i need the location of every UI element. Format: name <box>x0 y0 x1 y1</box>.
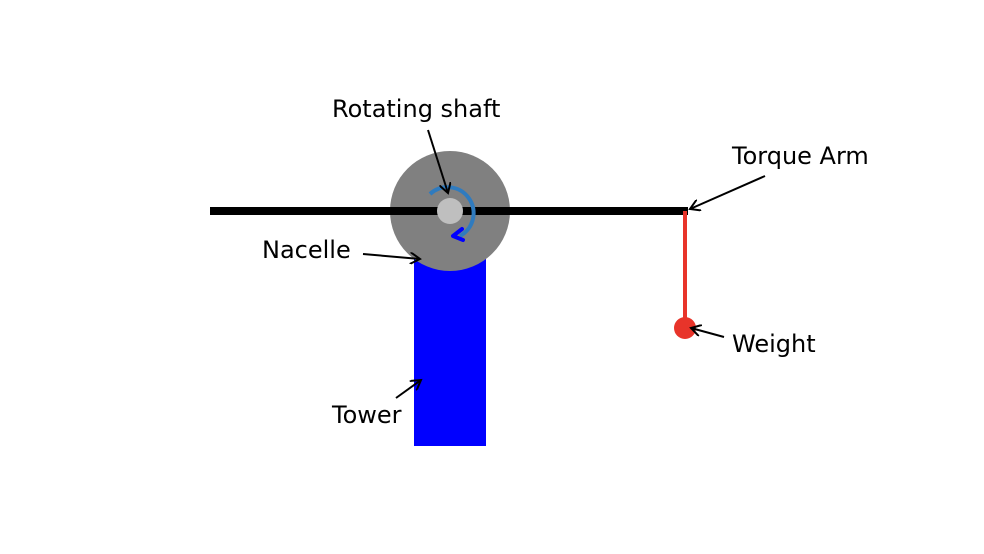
tower <box>414 250 486 446</box>
nacelle-pointer <box>362 254 420 259</box>
tower-pointer <box>395 380 421 399</box>
torque-arm-label: Torque Arm <box>731 142 869 170</box>
weight-label: Weight <box>732 330 816 358</box>
weight-pointer <box>691 328 725 338</box>
torque-arm-pointer <box>690 175 766 209</box>
nacelle-label: Nacelle <box>262 236 351 264</box>
tower-label: Tower <box>331 401 402 429</box>
rotating-shaft-label: Rotating shaft <box>332 95 500 123</box>
rotating-shaft-pointer <box>427 129 448 193</box>
rotating-shaft <box>437 198 463 224</box>
